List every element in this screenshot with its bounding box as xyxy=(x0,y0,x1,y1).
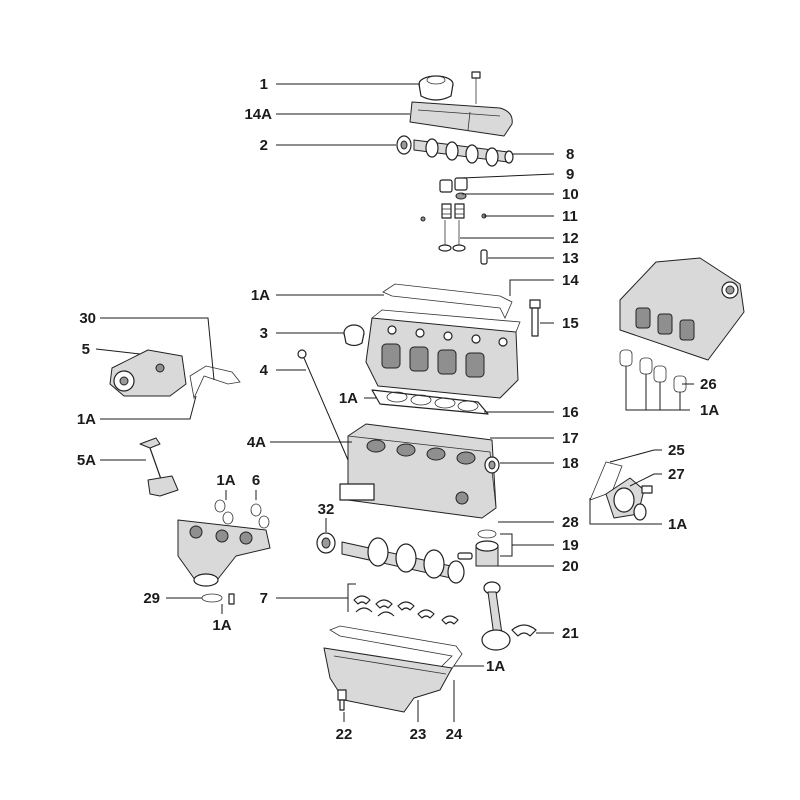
piston-pin xyxy=(457,552,473,560)
callout-11: 11 xyxy=(562,208,578,225)
callout-2: 2 xyxy=(260,137,268,154)
oil-pan xyxy=(323,647,453,713)
intake-manifold xyxy=(619,257,745,361)
callout-5: 5 xyxy=(82,341,90,358)
callout-12: 12 xyxy=(562,230,579,247)
callout-26: 26 xyxy=(700,376,717,393)
exhaust-stud xyxy=(228,593,235,605)
piston-rings xyxy=(477,529,497,539)
callout-32: 32 xyxy=(318,501,335,518)
callout-3: 3 xyxy=(260,325,268,342)
rear-seal-bolt xyxy=(641,485,653,494)
callout-6: 6 xyxy=(252,472,260,489)
exhaust-gaskets xyxy=(214,499,270,529)
callout-24: 24 xyxy=(446,726,463,743)
callout-1: 1 xyxy=(260,76,268,93)
callout-10: 10 xyxy=(562,186,579,203)
valve-springs xyxy=(420,203,487,222)
valve-guide xyxy=(480,249,488,265)
rod-bearing xyxy=(511,624,537,637)
callout-1A-cover-gasket: 1A xyxy=(251,287,270,304)
intake-gaskets xyxy=(619,349,687,393)
valves xyxy=(438,220,466,252)
callout-labels: 1 14A 2 8 9 10 11 12 13 14 1A 15 30 3 5 … xyxy=(77,76,720,743)
callout-17: 17 xyxy=(562,430,579,447)
callout-27: 27 xyxy=(668,466,685,483)
callout-8: 8 xyxy=(566,146,574,163)
water-pump xyxy=(109,349,187,397)
camshaft xyxy=(413,138,514,167)
callout-1A-exhaust: 1A xyxy=(216,472,235,489)
callout-25: 25 xyxy=(668,442,685,459)
callout-14A: 14A xyxy=(244,106,272,123)
callout-13: 13 xyxy=(562,250,579,267)
connecting-rod xyxy=(481,581,511,651)
main-bearings xyxy=(353,595,459,625)
callout-1A-flange: 1A xyxy=(212,617,231,634)
callout-20: 20 xyxy=(562,558,579,575)
exhaust-manifold xyxy=(177,519,271,587)
callout-1A-rear-seal: 1A xyxy=(668,516,687,533)
water-pump-gasket xyxy=(189,365,241,400)
callout-1A-pump: 1A xyxy=(77,411,96,428)
oil-pickup xyxy=(139,437,179,497)
callout-18: 18 xyxy=(562,455,579,472)
valve-tappets xyxy=(439,177,468,200)
piston xyxy=(475,540,499,567)
callout-7: 7 xyxy=(260,590,268,607)
callout-30: 30 xyxy=(79,310,96,327)
rear-seal-gasket xyxy=(589,461,623,501)
head-gasket xyxy=(371,389,489,415)
cover-bolt xyxy=(471,71,481,104)
crankshaft-seal xyxy=(316,532,336,554)
callout-1A-oil-pan: 1A xyxy=(486,658,505,675)
callout-4A: 4A xyxy=(247,434,266,451)
exhaust-flange-gasket xyxy=(201,593,223,603)
callout-5A: 5A xyxy=(77,452,96,469)
drain-plug xyxy=(337,689,347,711)
engine-block xyxy=(339,423,497,519)
rear-seal xyxy=(633,503,647,521)
callout-23: 23 xyxy=(410,726,427,743)
crankshaft xyxy=(341,537,465,584)
callout-16: 16 xyxy=(562,404,579,421)
callout-21: 21 xyxy=(562,625,579,642)
oil-filler-cap xyxy=(418,75,454,101)
callout-9: 9 xyxy=(566,166,574,183)
callout-14: 14 xyxy=(562,272,579,289)
camshaft-cover xyxy=(409,101,513,137)
head-cover-gasket xyxy=(382,283,513,319)
callout-4: 4 xyxy=(260,362,269,379)
dipstick xyxy=(297,349,349,461)
callout-19: 19 xyxy=(562,537,579,554)
callout-1A-head-gasket: 1A xyxy=(339,390,358,407)
head-bolt xyxy=(529,299,541,337)
callout-22: 22 xyxy=(336,726,353,743)
leader-lines xyxy=(95,83,694,722)
callout-15: 15 xyxy=(562,315,579,332)
callout-1A-intake: 1A xyxy=(700,402,719,419)
expansion-plug xyxy=(343,324,365,347)
block-plug xyxy=(484,456,500,474)
callout-28: 28 xyxy=(562,514,579,531)
callout-29: 29 xyxy=(143,590,160,607)
camshaft-seal xyxy=(396,135,412,155)
cylinder-head xyxy=(365,309,521,399)
